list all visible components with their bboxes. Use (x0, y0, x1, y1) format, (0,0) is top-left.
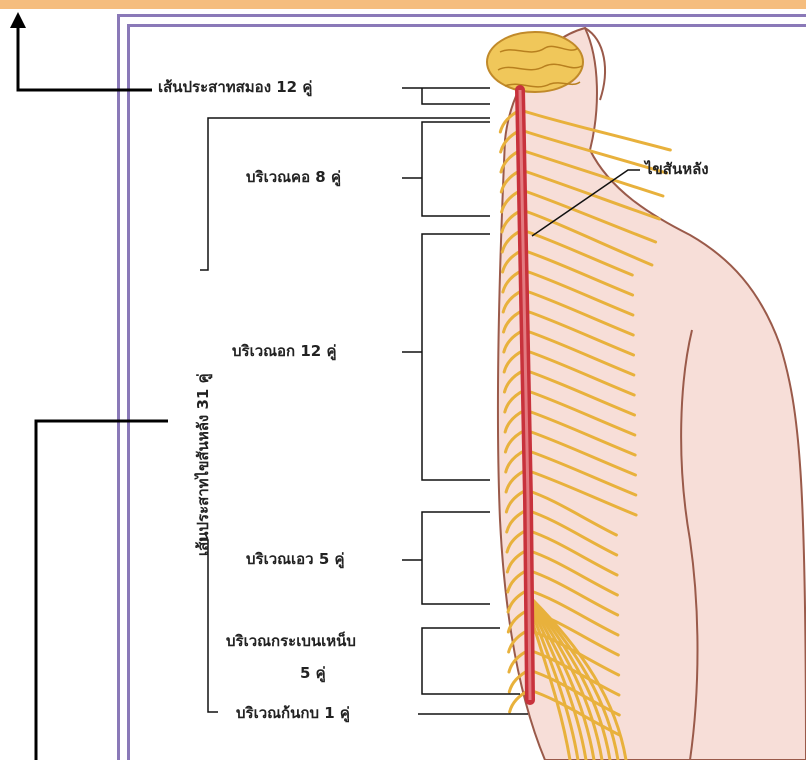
arrow-lines (18, 24, 168, 760)
label-cervical: บริเวณคอ 8 คู่ (246, 168, 341, 186)
label-spinal-nerves-vertical: เส้นประสาทไขสันหลัง 31 คู่ (194, 373, 216, 556)
label-cranial-nerves: เส้นประสาทสมอง 12 คู่ (158, 78, 312, 96)
label-spinal-cord: ไขสันหลัง (645, 160, 709, 178)
arrow-head-up (10, 12, 26, 28)
label-sacral-line1: บริเวณกระเบนเหน็บ (226, 632, 356, 650)
label-thoracic: บริเวณอก 12 คู่ (232, 342, 337, 360)
label-sacral-line2: 5 คู่ (300, 664, 326, 682)
brain (487, 32, 583, 92)
label-coccygeal: บริเวณก้นกบ 1 คู่ (236, 704, 350, 722)
label-lumbar: บริเวณเอว 5 คู่ (246, 550, 345, 568)
